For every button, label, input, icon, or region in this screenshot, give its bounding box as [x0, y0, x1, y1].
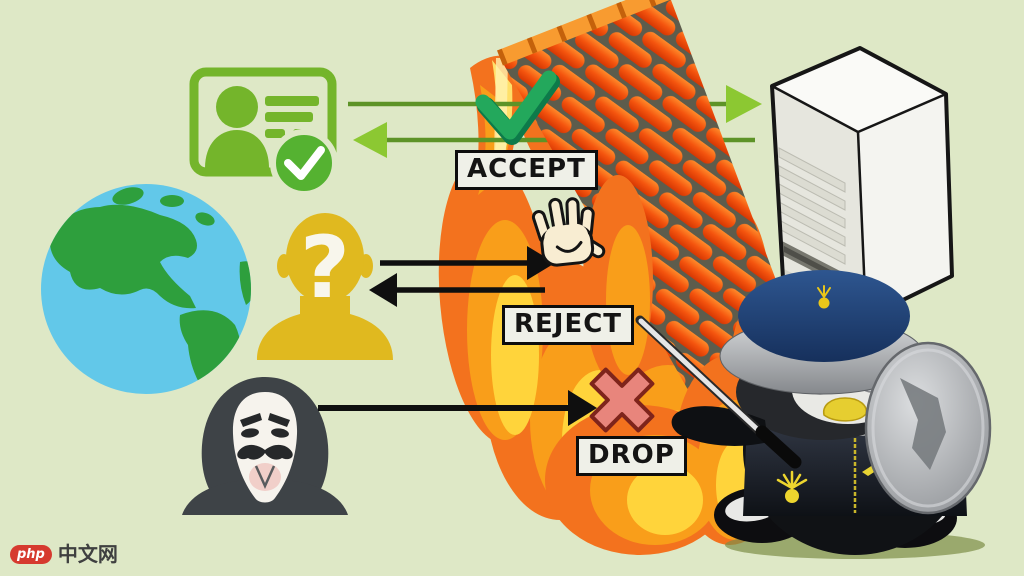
card-verified-badge: [270, 129, 338, 197]
check-icon: [475, 70, 560, 145]
cross-icon: [589, 367, 655, 433]
baton-icon: [635, 315, 802, 469]
globe-icon: [41, 184, 251, 394]
watermark: php 中文网: [10, 544, 118, 564]
reject-arrow-out: [380, 246, 555, 280]
reject-arrow-back: [369, 273, 545, 307]
anonymous-hacker-icon: [182, 377, 348, 515]
id-card-icon: [189, 67, 338, 197]
stop-hand-icon: [531, 197, 606, 267]
accept-label: ACCEPT: [455, 150, 598, 190]
gendarme-kepi: [738, 270, 910, 362]
drop-arrow: [318, 390, 597, 426]
penguin-beak: [822, 397, 868, 422]
question-mark-glyph: ?: [300, 218, 350, 318]
server-icon: [770, 46, 954, 320]
reject-label: REJECT: [502, 305, 635, 345]
tux-gendarme-icon: [635, 270, 992, 559]
drop-label: DROP: [576, 436, 687, 476]
card-user-silhouette: [216, 86, 258, 128]
coat-grenade-emblem: [776, 470, 808, 503]
php-logo: php: [10, 544, 52, 564]
shield-icon: [864, 341, 992, 515]
kepi-grenade-emblem: [817, 285, 831, 309]
site-name: 中文网: [57, 542, 118, 566]
unknown-user-icon: ?: [257, 213, 393, 360]
